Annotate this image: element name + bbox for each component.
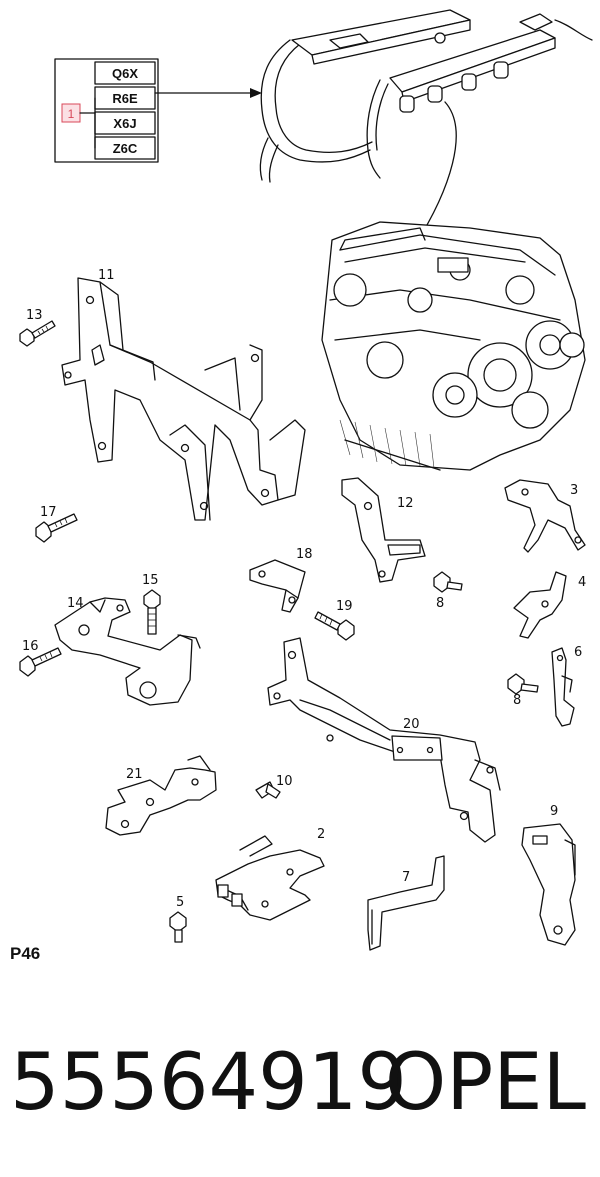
callout-3: 3 (570, 483, 578, 498)
bolt-15 (143, 589, 161, 635)
callout-13: 13 (26, 308, 43, 323)
ref-number: 1 (68, 107, 75, 121)
bracket-18 (249, 559, 306, 613)
callout-8: 8 (513, 693, 521, 708)
callout-18: 18 (296, 547, 313, 562)
callout-11: 11 (98, 268, 115, 283)
callout-17: 17 (40, 505, 57, 520)
callout-19: 19 (336, 599, 353, 614)
option-code: X6J (113, 116, 136, 131)
bracket-4 (513, 571, 567, 639)
callout-15: 15 (142, 573, 159, 588)
callout-20: 20 (403, 717, 420, 732)
bracket-20 (267, 637, 501, 843)
callout-21: 21 (126, 767, 143, 782)
bracket-12 (341, 477, 426, 583)
bracket-7 (367, 855, 445, 951)
bolt-13 (19, 320, 56, 347)
callout-12: 12 (397, 496, 414, 511)
bolt-8 (507, 673, 539, 695)
bolt-19 (314, 611, 355, 641)
bracket-3 (504, 479, 586, 553)
option-code-table: Q6X R6E X6J Z6C 1 (54, 58, 262, 163)
bracket-11 (61, 277, 306, 521)
part-number: 55564919 (10, 1038, 408, 1128)
callout-9: 9 (550, 804, 558, 819)
option-code: R6E (112, 91, 138, 106)
brand-name: OPEL (384, 1038, 586, 1128)
bolt-8 (433, 571, 463, 593)
bracket-6 (551, 647, 575, 727)
bolt-17 (35, 513, 78, 543)
callout-7: 7 (402, 870, 410, 885)
bolt-16 (19, 647, 62, 677)
callout-5: 5 (176, 895, 184, 910)
bracket-9 (521, 823, 576, 946)
engine-assembly (321, 221, 586, 471)
bolt-5 (169, 911, 187, 943)
page-label: P46 (10, 944, 41, 963)
callout-2: 2 (317, 827, 325, 842)
wiring-harness (259, 9, 593, 250)
bracket-21 (105, 755, 217, 836)
callout-labels: 11 13 17 15 14 16 18 19 12 8 8 3 4 6 20 … (22, 268, 586, 910)
injector-connector (399, 61, 509, 113)
option-code: Z6C (113, 141, 138, 156)
callout-4: 4 (578, 575, 586, 590)
option-code: Q6X (112, 66, 138, 81)
callout-8: 8 (436, 596, 444, 611)
callout-10: 10 (276, 774, 293, 789)
bracket-2 (215, 835, 325, 921)
callout-6: 6 (574, 645, 582, 660)
bolt-10 (255, 781, 281, 799)
bracket-14 (54, 597, 201, 706)
callout-16: 16 (22, 639, 39, 654)
footer: 55564919 OPEL (0, 1028, 600, 1138)
callout-14: 14 (67, 596, 84, 611)
